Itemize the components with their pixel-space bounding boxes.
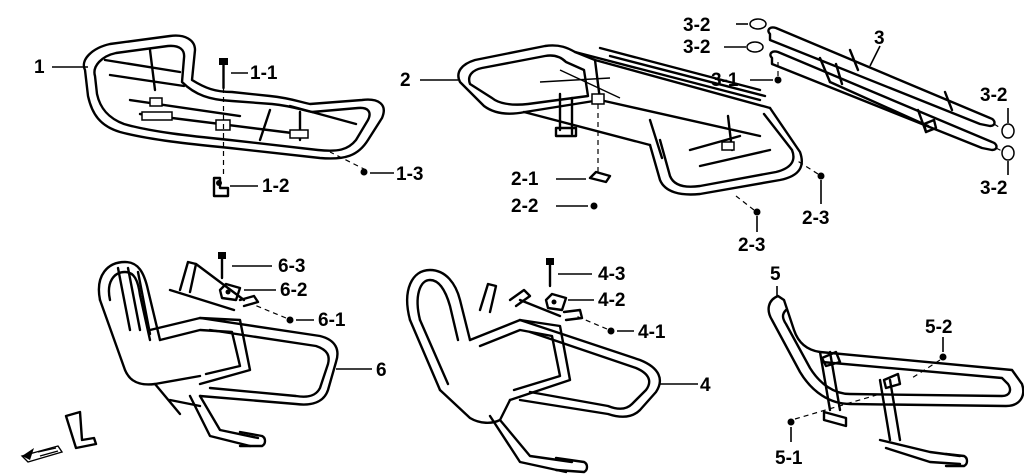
part-6-front-guard [97, 260, 339, 448]
label-2-1: 2-1 [511, 169, 539, 190]
bracket-6-2 [218, 282, 242, 302]
label-6-2: 6-2 [280, 280, 307, 301]
nut-5-1 [787, 418, 795, 426]
label-2-3-b: 2-3 [738, 235, 765, 256]
nut-5-2 [939, 353, 947, 361]
label-3-2-b: 3-2 [683, 37, 710, 58]
label-4: 4 [700, 375, 711, 396]
part-5-bumper [767, 294, 1024, 468]
label-1-3: 1-3 [396, 164, 423, 185]
part-1-front-carrier [82, 34, 385, 160]
label-1: 1 [34, 57, 45, 78]
label-2-3-a: 2-3 [802, 208, 829, 229]
label-5: 5 [770, 264, 781, 285]
label-2: 2 [400, 70, 411, 91]
caps-3-2-right [993, 123, 1015, 161]
label-1-1: 1-1 [250, 63, 278, 84]
label-3-2-d: 3-2 [980, 178, 1007, 199]
nut-4-1 [607, 327, 615, 335]
label-3: 3 [874, 28, 885, 49]
bolt-4-3 [546, 258, 554, 288]
label-3-2-a: 3-2 [683, 15, 710, 36]
bracket-4-2 [544, 292, 568, 312]
part-3-side-rails [767, 26, 998, 152]
bracket-2-1 [588, 104, 612, 184]
label-2-2: 2-2 [511, 196, 538, 217]
label-1-2: 1-2 [262, 176, 289, 197]
bracket-1-2 [212, 176, 230, 198]
nut-2-3-a [817, 172, 825, 180]
label-5-2: 5-2 [925, 317, 952, 338]
label-3-2-c: 3-2 [980, 85, 1007, 106]
bolt-1-1 [219, 58, 228, 176]
nut-2-3-b [753, 208, 761, 216]
part-2-rear-carrier [457, 44, 803, 196]
front-direction-arrow-icon [20, 410, 98, 463]
label-4-3: 4-3 [598, 264, 625, 285]
label-6-1: 6-1 [318, 310, 346, 331]
part-4-rear-guard [406, 268, 661, 474]
caps-3-2-top [746, 18, 782, 84]
label-3-1: 3-1 [711, 70, 739, 91]
bolt-6-3 [218, 252, 226, 280]
nut-6-1 [286, 316, 294, 324]
label-5-1: 5-1 [775, 448, 803, 469]
label-6: 6 [376, 360, 387, 381]
label-6-3: 6-3 [278, 256, 305, 277]
label-4-1: 4-1 [638, 322, 666, 343]
nut-2-2 [590, 202, 598, 210]
label-4-2: 4-2 [598, 290, 625, 311]
